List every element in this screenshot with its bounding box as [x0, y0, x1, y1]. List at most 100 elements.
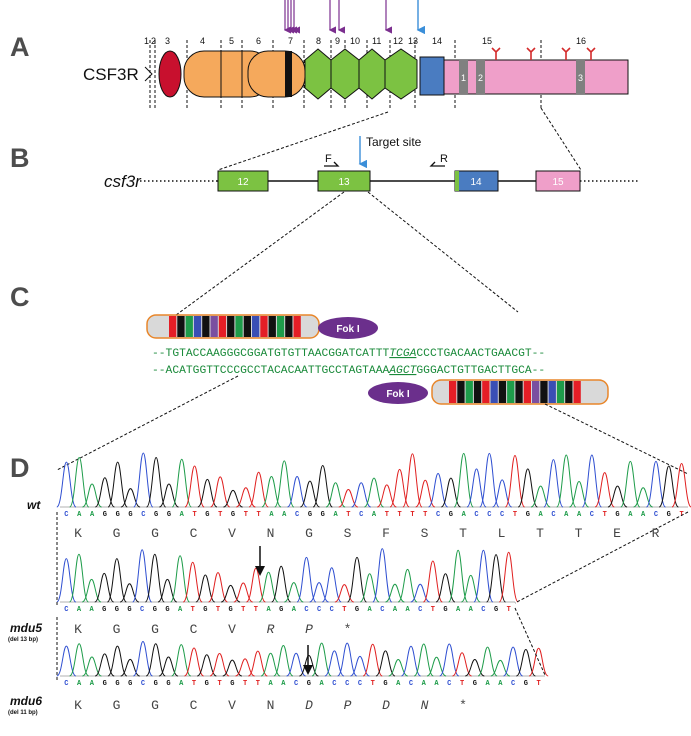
base-call: C [447, 680, 451, 688]
trace-peak [389, 468, 410, 508]
trace-peak [236, 487, 256, 508]
trace-peak [452, 652, 472, 677]
amino-acid: G [151, 526, 159, 541]
trace-peak [107, 645, 128, 677]
base-call: A [469, 606, 474, 614]
base-call: G [383, 680, 387, 688]
trace-peak [388, 659, 408, 677]
trace-peak [466, 468, 487, 508]
amino-acid: * [344, 622, 352, 637]
base-call: A [641, 511, 646, 519]
foki-top [318, 317, 378, 339]
rvd-repeat [202, 316, 210, 337]
base-call: C [380, 606, 384, 614]
rvd-repeat [293, 316, 301, 337]
trace-peak [312, 465, 333, 508]
exon-number-11: 11 [372, 36, 381, 46]
panel-c: C Fok I --TGTACCAAGGGCGGATGTGTTAACGGATCA… [10, 282, 689, 475]
trace-peak [671, 462, 691, 508]
rvd-repeat [540, 381, 548, 403]
trace-peak [594, 472, 615, 508]
base-call: G [307, 680, 311, 688]
base-call: C [500, 511, 504, 519]
trace-peak [311, 642, 332, 677]
base-call: T [243, 680, 247, 688]
rvd-repeat [507, 381, 515, 403]
rvd-repeat [465, 381, 473, 403]
base-call: G [230, 680, 234, 688]
base-call: A [320, 680, 325, 688]
base-call: C [409, 680, 413, 688]
primer-r-arrow [429, 161, 445, 167]
base-call: A [268, 680, 273, 688]
box-2-label: 2 [478, 73, 483, 83]
box-1-label: 1 [461, 73, 466, 83]
transmembrane-domain [419, 56, 445, 96]
trace-peak [94, 477, 115, 508]
trace-peak [145, 643, 166, 677]
amino-acid: K [74, 622, 82, 637]
track-connectors [56, 511, 689, 680]
base-call: G [153, 606, 157, 614]
track-mdu6-note: (del 11 bp) [8, 710, 38, 716]
rvd-repeat [185, 316, 193, 337]
rvd-repeat [268, 316, 276, 337]
trace-peak [271, 565, 292, 603]
primer-f-arrow [324, 161, 340, 167]
amino-acid: G [113, 526, 121, 541]
exon-number-4: 4 [200, 36, 205, 46]
base-call: T [257, 511, 261, 519]
base-call: G [205, 511, 209, 519]
trace-peak [426, 656, 447, 677]
base-call: T [431, 606, 435, 614]
trace-peak [220, 584, 241, 603]
amino-acid: V [228, 526, 236, 541]
trace-peak [448, 549, 469, 603]
trace-peak [581, 454, 602, 508]
exon-b-13-label: 13 [338, 177, 350, 188]
base-call: A [422, 680, 427, 688]
trace-peak [286, 652, 306, 677]
base-call: T [603, 511, 607, 519]
trace-peak [182, 561, 203, 603]
trace-peak [435, 573, 456, 603]
base-call: T [256, 680, 260, 688]
cytoplasmic-domain [443, 59, 629, 95]
trace-peak [158, 656, 179, 677]
base-call: T [423, 511, 427, 519]
rvd-repeat [169, 316, 177, 337]
base-call: G [127, 606, 131, 614]
trace-peak [473, 549, 494, 603]
base-call: C [141, 680, 145, 688]
amino-acid: G [151, 622, 159, 637]
exon-number-1: 1 [144, 36, 149, 46]
trace-peak [441, 477, 461, 508]
base-call: A [282, 511, 287, 519]
amino-acid: P [305, 622, 313, 637]
base-call: G [321, 511, 325, 519]
base-call: A [456, 606, 461, 614]
trace-peak [362, 643, 383, 677]
exon-b-13 [317, 170, 371, 192]
base-call: A [281, 680, 286, 688]
base-call: A [405, 606, 410, 614]
base-call: A [77, 511, 82, 519]
base-call: G [165, 606, 169, 614]
amino-acid: E [613, 526, 621, 541]
trace-peak [273, 644, 294, 677]
amino-acid: D [382, 698, 390, 713]
panel-b-label: B [10, 143, 30, 173]
amino-acid: T [575, 526, 583, 541]
bottom-strand: --ACATGGTTCCCGCCTACACAATTGCCTAGTAAAAGCTG… [152, 365, 545, 377]
base-call: G [166, 680, 170, 688]
exon-number-14: 14 [432, 36, 442, 46]
trace-peak [248, 650, 268, 677]
trace-peak [132, 640, 154, 677]
base-call: A [292, 606, 297, 614]
trace-peak [422, 560, 443, 603]
trace-peak [427, 473, 449, 508]
rvd-repeat [490, 381, 498, 403]
exon-b-12 [217, 170, 269, 192]
trace-peak [620, 460, 641, 508]
